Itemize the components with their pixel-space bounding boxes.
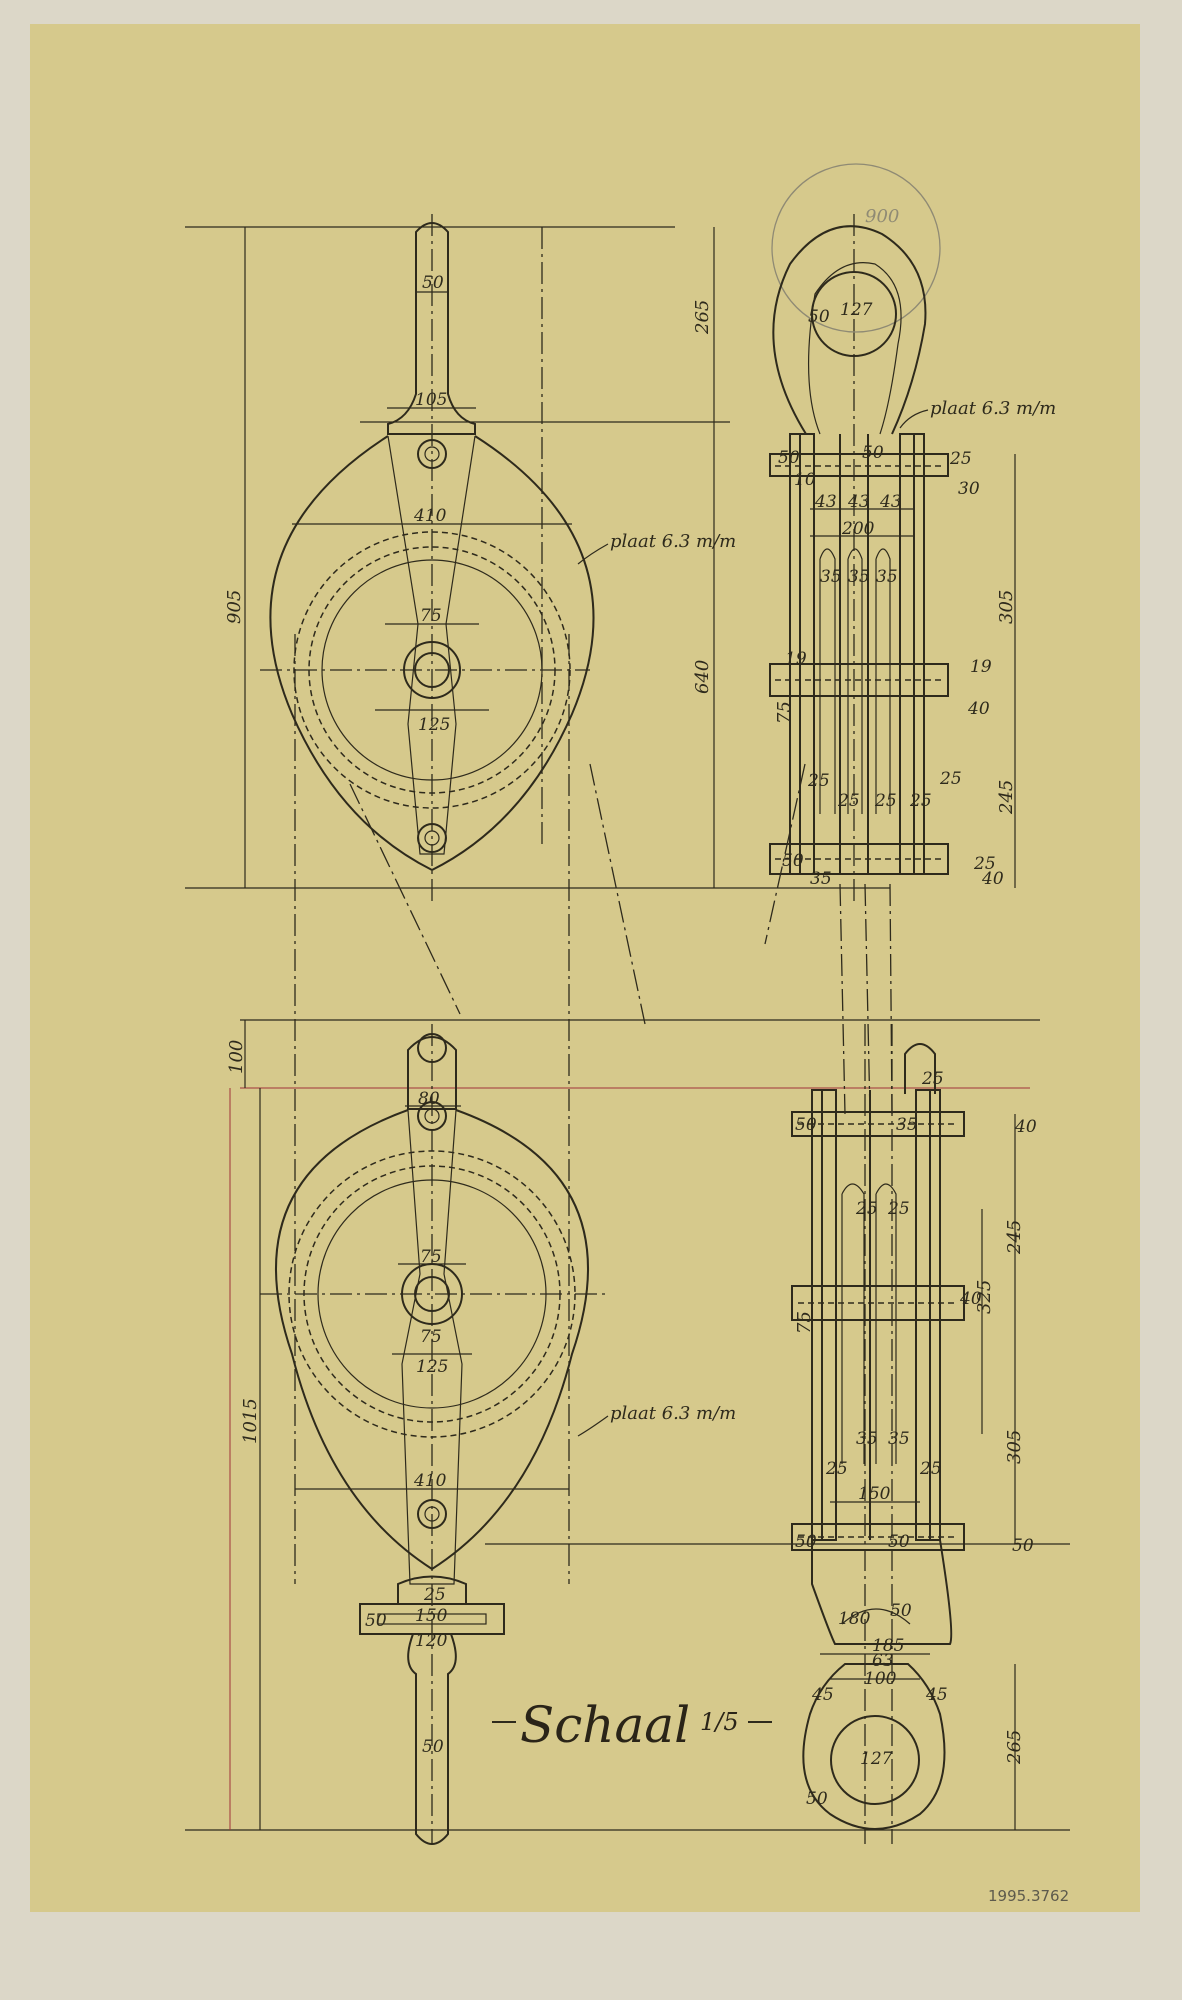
dim-ls-sheave-a: 25	[855, 1199, 878, 1219]
dim-ls-width: 150	[858, 1484, 891, 1504]
lower-front-view	[244, 1020, 610, 1845]
dim-upper-neck: 105	[415, 390, 447, 410]
dim-us-body: 640	[692, 660, 713, 694]
upper-side-leader	[899, 409, 929, 429]
dim-ls-pin-height: 75	[794, 1311, 815, 1334]
dim-us-pin-side-r: 19	[970, 657, 992, 677]
dim-us-eye: 127	[840, 300, 873, 320]
dim-us-sheave-a: 35	[820, 567, 842, 587]
accession-number: 1995.3762	[988, 1887, 1069, 1905]
dim-upper-width: 410	[413, 506, 447, 526]
dim-lf-width: 410	[413, 1471, 447, 1491]
dim-us-bottom-d: 25	[973, 854, 996, 874]
dim-us-gap-b: 25	[837, 791, 860, 811]
dim-ls-bot-a: 50	[795, 1532, 817, 1552]
dim-lf-shackle-a: 25	[423, 1585, 446, 1605]
dim-us-head: 265	[692, 300, 713, 335]
dim-ls-neck: 100	[864, 1669, 897, 1689]
technical-drawing: 50 105 410 75 125 905 plaat 6.3 m/m	[185, 163, 1070, 1905]
dim-us-bolt: 25	[949, 449, 972, 469]
dim-us-pin-side-l: 19	[785, 649, 807, 669]
dim-lf-stem: 50	[422, 1737, 444, 1757]
dim-us-gap-e: 25	[939, 769, 962, 789]
dim-us-pin-head: 40	[967, 699, 990, 719]
upper-side-note: plaat 6.3 m/m	[930, 398, 1056, 419]
dim-ls-plate-c: 40	[1014, 1117, 1037, 1137]
lower-front-note: plaat 6.3 m/m	[610, 1403, 736, 1424]
dim-ls-lower-span: 305	[1004, 1430, 1025, 1464]
dim-lf-height: 1015	[240, 1398, 261, 1444]
dim-us-gap-a: 25	[807, 771, 830, 791]
dim-ls-crown: 180	[838, 1609, 871, 1629]
dim-us-gap-d: 25	[909, 791, 932, 811]
dim-ls-upper-span: 245	[1004, 1220, 1025, 1255]
dim-ls-crown-b: 50	[890, 1601, 912, 1621]
dim-us-bottom-a: 50	[782, 851, 804, 871]
dim-ls-plate-b: 35	[896, 1115, 918, 1135]
dim-us-spacing-c: 43	[879, 492, 902, 512]
dim-ls-base-a: 185	[872, 1636, 904, 1656]
dim-lf-boss: 125	[416, 1357, 448, 1377]
drawing-sheet: 50 105 410 75 125 905 plaat 6.3 m/m	[30, 24, 1140, 1912]
upper-front-view	[244, 214, 595, 1584]
upper-front-leader	[577, 543, 609, 565]
dim-ls-base-b: 63	[872, 1651, 894, 1671]
lower-front-leader	[577, 1415, 609, 1437]
dim-lf-neck: 80	[418, 1089, 440, 1109]
dim-us-gap: 30	[958, 479, 980, 499]
dim-ls-gap-a: 25	[825, 1459, 848, 1479]
dim-lf-shackle-side: 50	[365, 1611, 387, 1631]
dim-ls-bot-b: 50	[888, 1532, 910, 1552]
dim-ls-plate-a: 50	[795, 1115, 817, 1135]
scale-ratio: 1/5	[700, 1708, 739, 1736]
dim-lf-shackle-c: 120	[415, 1631, 448, 1651]
dim-ls-head: 265	[1004, 1730, 1025, 1765]
reference-lines	[185, 226, 1070, 1831]
dim-us-bottom-c: 40	[981, 869, 1004, 889]
dim-us-lower-span: 245	[996, 780, 1017, 815]
dim-ls-gap-b: 25	[919, 1459, 942, 1479]
dim-ls-sheave-b: 25	[887, 1199, 910, 1219]
dim-us-nut: 10	[794, 470, 816, 490]
upper-side-view	[713, 163, 1016, 904]
pencil-note: 900	[865, 206, 899, 227]
dim-ls-top: 25	[921, 1069, 944, 1089]
dim-upper-boss: 125	[418, 715, 450, 735]
dim-ls-sheave-d: 35	[888, 1429, 910, 1449]
dim-us-sheave-c: 35	[876, 567, 898, 587]
dim-lf-pin: 75	[420, 1327, 442, 1347]
dim-us-upper-span: 305	[996, 590, 1017, 624]
dim-upper-height: 905	[224, 590, 245, 624]
dim-ls-mid-span: 325	[974, 1280, 995, 1314]
dim-ls-sheave-c: 35	[856, 1429, 878, 1449]
dim-ls-eye: 127	[860, 1749, 893, 1769]
dim-ls-angle-l: 45	[811, 1685, 834, 1705]
dim-us-width: 200	[841, 519, 875, 539]
dim-ls-pin-head: 40	[959, 1289, 982, 1309]
upper-front-note: plaat 6.3 m/m	[610, 531, 736, 552]
dim-us-eye-wall: 50	[808, 307, 830, 327]
dim-us-plate-tl: 50	[778, 448, 800, 468]
scale-title: Schaal	[520, 1696, 690, 1754]
dim-us-pin-height: 75	[774, 701, 795, 724]
dim-upper-hub: 75	[420, 606, 442, 626]
dim-ls-angle-r: 45	[925, 1685, 948, 1705]
dim-us-plate-tr: 50	[862, 443, 884, 463]
dim-us-bottom-b: 35	[810, 869, 832, 889]
dim-us-spacing-b: 43	[847, 492, 870, 512]
dim-us-gap-c: 25	[874, 791, 897, 811]
dim-lf-eye-top: 100	[226, 1040, 247, 1074]
dim-us-spacing-a: 43	[814, 492, 837, 512]
dim-lf-shackle-b: 150	[415, 1606, 448, 1626]
dim-upper-eye: 50	[422, 273, 444, 293]
dim-lf-hub: 75	[420, 1247, 442, 1267]
lower-side-view	[791, 1024, 1016, 1844]
dim-ls-bot-c: 50	[1012, 1536, 1034, 1556]
dim-us-sheave-b: 35	[848, 567, 870, 587]
dim-ls-eye-wall: 50	[806, 1789, 828, 1809]
